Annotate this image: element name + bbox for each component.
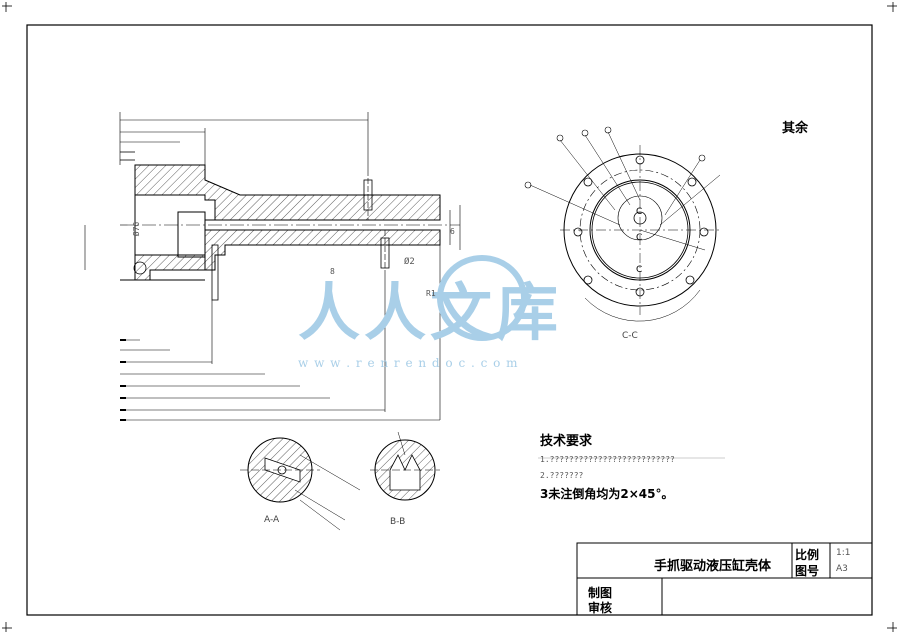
section-c-label-2: C	[636, 233, 643, 243]
tech-req-line-2: 2.???????	[540, 471, 584, 480]
watermark-url: w w w . r e n r e n d o c . c o m	[298, 356, 519, 370]
drawing-no-label: 图号	[795, 564, 820, 578]
scale-value: 1:1	[836, 548, 851, 558]
dim-label-5: R1	[426, 289, 436, 298]
section-c-caption: C-C	[622, 331, 638, 341]
main-section-view	[84, 112, 461, 421]
dim-label-2: Ø2	[404, 257, 415, 267]
section-a-caption: A-A	[264, 515, 280, 525]
end-view	[524, 126, 721, 322]
title-block	[576, 542, 873, 616]
watermark-logo-icon	[437, 255, 527, 341]
scale-label: 比例	[795, 548, 820, 562]
rest-roughness-label: 其余	[782, 121, 809, 136]
drawing-no-value: A3	[836, 564, 848, 574]
watermark-brand: 人人文库	[298, 276, 563, 349]
frame-border	[26, 24, 873, 616]
section-a-view	[240, 437, 361, 531]
section-c-label-3: C	[636, 265, 643, 275]
dim-label-4: 8	[330, 267, 335, 276]
tech-req-heading: 技术要求	[540, 434, 593, 449]
section-c-label-1: C	[636, 207, 643, 217]
section-b-view	[370, 431, 440, 501]
dim-label-3: 6	[450, 227, 455, 236]
checked-by-label: 审核	[588, 601, 613, 615]
section-b-caption: B-B	[390, 517, 406, 527]
drawn-by-label: 制图	[588, 586, 613, 600]
dim-label-1: Ø76	[132, 221, 142, 237]
tech-req-line-3: 3未注倒角均为2×45°。	[540, 487, 674, 501]
drawing-title: 手抓驱动液压缸壳体	[654, 559, 772, 574]
tech-req-line-1: 1.??????????????????????????	[540, 455, 675, 464]
